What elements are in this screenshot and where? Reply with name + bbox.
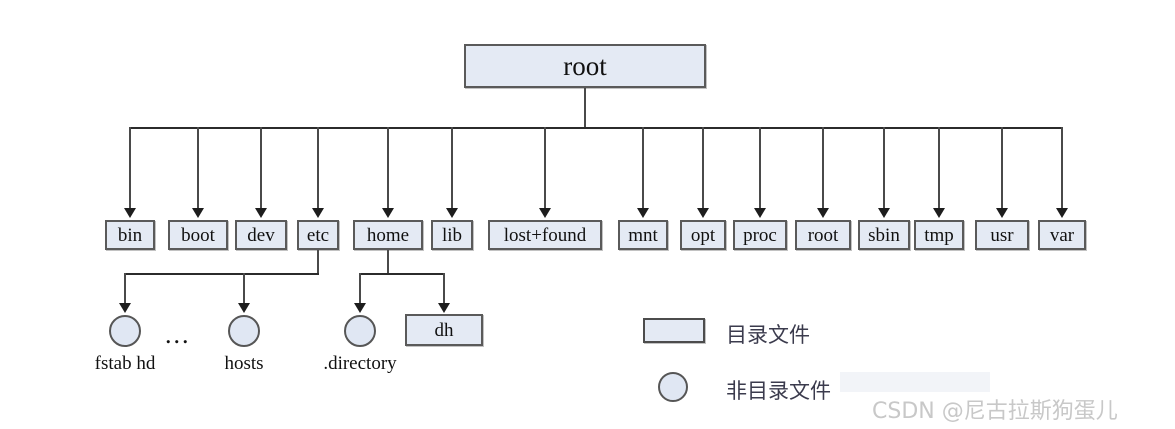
node-home[interactable]: home <box>353 220 423 250</box>
edge-drop-home <box>387 127 389 210</box>
arrow-mnt <box>637 208 649 218</box>
edge-etc-bus <box>124 273 319 275</box>
node-hosts[interactable] <box>228 315 260 347</box>
arrow-lib <box>446 208 458 218</box>
arrow-opt <box>697 208 709 218</box>
node-bin-label: bin <box>117 224 143 246</box>
arrow-root-dir <box>817 208 829 218</box>
edge-home-stem <box>387 250 389 274</box>
ellipsis-etc-more: ... <box>165 320 191 349</box>
arrow-proc <box>754 208 766 218</box>
arrow-dh <box>438 303 450 313</box>
node-sbin-label: sbin <box>868 224 900 246</box>
edge-drop-tmp <box>938 127 940 210</box>
edge-home-to-directory <box>359 273 361 305</box>
arrow-boot <box>192 208 204 218</box>
node-bin[interactable]: bin <box>105 220 155 250</box>
node-tmp[interactable]: tmp <box>914 220 964 250</box>
node-directory[interactable] <box>344 315 376 347</box>
node-opt-label: opt <box>690 224 716 246</box>
edge-drop-bin <box>129 127 131 210</box>
node-hosts-label: hosts <box>224 353 264 374</box>
legend-label-file: 非目录文件 <box>726 379 831 403</box>
node-usr-label: usr <box>990 224 1014 246</box>
node-dev[interactable]: dev <box>235 220 287 250</box>
edge-drop-sbin <box>883 127 885 210</box>
edge-home-bus <box>359 273 444 275</box>
arrow-dev <box>255 208 267 218</box>
edge-drop-boot <box>197 127 199 210</box>
node-dh[interactable]: dh <box>405 314 483 346</box>
node-home-label: home <box>366 224 410 246</box>
node-dev-label: dev <box>247 224 275 246</box>
edge-level1-bus <box>129 127 1062 129</box>
edge-drop-lostfound <box>544 127 546 210</box>
node-root-dir-label: root <box>807 224 839 246</box>
legend-swatch-directory <box>643 318 705 343</box>
node-sbin[interactable]: sbin <box>858 220 910 250</box>
edge-etc-stem <box>317 250 319 274</box>
node-lib[interactable]: lib <box>431 220 473 250</box>
arrow-fstab <box>119 303 131 313</box>
node-proc-label: proc <box>743 224 777 246</box>
arrow-home <box>382 208 394 218</box>
arrow-hosts <box>238 303 250 313</box>
edge-drop-proc <box>759 127 761 210</box>
edge-etc-to-hosts <box>243 273 245 305</box>
node-etc[interactable]: etc <box>297 220 339 250</box>
node-root-label: root <box>563 50 607 81</box>
node-opt[interactable]: opt <box>680 220 726 250</box>
node-fstab-hd-label: fstab hd <box>94 353 156 374</box>
node-etc-label: etc <box>306 224 330 246</box>
node-proc[interactable]: proc <box>733 220 787 250</box>
edge-root-stem <box>584 88 586 128</box>
node-directory-label: .directory <box>323 353 397 374</box>
edge-drop-lib <box>451 127 453 210</box>
node-mnt-label: mnt <box>628 224 658 246</box>
watermark-backdrop <box>840 372 990 392</box>
node-root[interactable]: root <box>464 44 706 88</box>
node-lib-label: lib <box>441 224 463 246</box>
arrow-sbin <box>878 208 890 218</box>
edge-drop-var <box>1061 127 1063 210</box>
arrow-directory <box>354 303 366 313</box>
arrow-var <box>1056 208 1068 218</box>
edge-drop-usr <box>1001 127 1003 210</box>
node-var-label: var <box>1049 224 1075 246</box>
watermark-csdn: CSDN @尼古拉斯狗蛋儿 <box>872 399 1118 424</box>
edge-drop-mnt <box>642 127 644 210</box>
edge-drop-etc <box>317 127 319 210</box>
arrow-usr <box>996 208 1008 218</box>
legend-swatch-file <box>658 372 688 402</box>
node-usr[interactable]: usr <box>975 220 1029 250</box>
edge-drop-root-dir <box>822 127 824 210</box>
legend-label-directory: 目录文件 <box>726 323 810 347</box>
arrow-etc <box>312 208 324 218</box>
edge-drop-opt <box>702 127 704 210</box>
edge-etc-to-fstab <box>124 273 126 305</box>
node-boot[interactable]: boot <box>168 220 228 250</box>
edge-home-to-dh <box>443 273 445 305</box>
node-root-dir[interactable]: root <box>795 220 851 250</box>
node-tmp-label: tmp <box>924 224 954 246</box>
node-dh-label: dh <box>434 319 454 341</box>
node-boot-label: boot <box>181 224 215 246</box>
arrow-bin <box>124 208 136 218</box>
node-mnt[interactable]: mnt <box>618 220 668 250</box>
arrow-tmp <box>933 208 945 218</box>
node-lost-found-label: lost+found <box>503 224 587 246</box>
edge-drop-dev <box>260 127 262 210</box>
node-lost-found[interactable]: lost+found <box>488 220 602 250</box>
arrow-lostfound <box>539 208 551 218</box>
node-fstab-hd[interactable] <box>109 315 141 347</box>
node-var[interactable]: var <box>1038 220 1086 250</box>
